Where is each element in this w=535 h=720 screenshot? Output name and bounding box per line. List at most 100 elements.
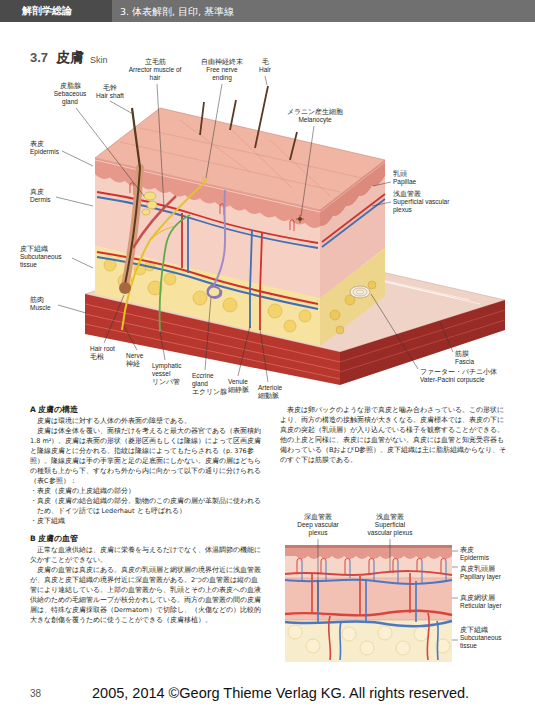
leader-line [452,551,458,640]
vascular-section [285,580,452,584]
running-head: 3. 体表解剖, 目印, 基準線 [120,6,420,18]
vascular-section [285,578,452,620]
part-label: Reticular layer [460,602,508,610]
vascular-section [312,573,429,660]
pacinian-corpuscle [353,288,367,296]
leader-line [157,84,164,207]
fat-lobules [164,273,176,285]
vascular-section [297,559,446,576]
fat-lobules [284,320,296,332]
hair-follicle [144,192,156,200]
hair-follicle [125,168,140,286]
leader-line [205,297,211,370]
leader-line [372,202,391,206]
part-label: 表皮 [30,140,70,148]
part-label: 真皮網状層 [460,594,508,602]
part-label: Vater-Pacini corpuscle [420,376,510,384]
part-label: 乳頭 [393,170,433,178]
part-label: エクリン腺 [192,388,228,396]
body-text: ・皮下組織 [30,516,265,526]
part-label: 浅血管叢 [362,513,418,521]
vascular-section [288,625,450,655]
leader-line [318,539,458,640]
lymphatic-vessel [160,215,190,332]
vascular-section [342,627,356,641]
leader-line [373,182,391,186]
fat-lobules [368,281,376,289]
leader-line [124,326,137,350]
part-label: 立毛筋 [125,58,185,66]
part-label: 毛根 [90,353,126,361]
muscle-slab [340,310,505,372]
part-label: 神経 [126,360,152,368]
part-label: Hair root [90,345,126,353]
body-text: 正常な血液供給は、皮膚に栄養を与えるだけでなく、体温調節の機能に欠かすことができ… [30,545,265,565]
skin-block [320,162,385,212]
part-label: 細動脈 [258,392,294,400]
vascular-section [414,627,428,641]
eccrine-gland [207,285,221,298]
part-label: 毛 [253,58,277,66]
part-label: Dermis [30,196,70,204]
part-label: Melanocyte [280,116,350,124]
body-text: 皮膚は環境に対する人体の外表面の障壁である。 [30,416,265,426]
fat-lobules [330,281,376,334]
section-heading: A 皮膚の構造 [30,405,265,415]
part-label: Hair [253,66,277,74]
melanocyte [296,215,304,223]
part-label: 表皮 [460,546,508,554]
part-label: Subcutaneous tissue [460,634,508,650]
leader-line [318,539,319,611]
hair-follicle [147,201,157,209]
part-label: Venule [228,378,256,386]
nerve [150,177,208,240]
part-label: 真皮 [30,188,70,196]
part-label: 皮下組織 [460,626,508,634]
vascular-section [285,611,452,616]
part-label: Arrector muscle of hair [125,66,185,82]
part-label: Eccrine gland [192,372,224,388]
leader-line [72,258,93,268]
fat-lobules [193,291,207,305]
body-text: 表皮は卵パックのような形で真皮と噛み合わさっている。この形状により、両方の構造の… [280,405,510,465]
hair-shaft [200,86,297,160]
part-label: Papillary layer [460,573,508,581]
part-label: リンパ管 [152,378,188,386]
body-text: ・表皮（皮膚の上皮組織の部分） [30,486,265,496]
eccrine-gland [207,190,225,298]
vascular-section [360,641,374,655]
fat-lobules [336,326,344,334]
part-label: 皮下組織 [20,245,72,253]
part-label: Superficial vascular plexus [393,198,453,214]
part-label: Free nerve ending [199,66,245,82]
body-text: 皮膚は体全体を覆い、面積だけを考えると最大の器官である（表面積約1.8 m²）。… [30,426,265,486]
header-band [0,0,112,22]
copyright-notice: 2005, 2014 ©Georg Thieme Verlag KG. All … [92,684,522,702]
leader-line [104,295,124,343]
part-label: Lymphatic vessel [152,362,188,378]
part-label: Sebaceous gland [48,90,92,106]
leader-line [110,101,133,114]
hair-follicle [142,192,157,215]
part-label: ファーター・パチニ小体 [420,368,510,376]
body-text: 皮膚の血管は真皮にある。真皮の乳頭層と網状層の境界付近に浅血管叢が、真皮と皮下組… [30,565,265,625]
part-label: Papillae [393,178,433,186]
vascular-section [285,545,452,559]
fat-lobules [299,310,311,322]
part-label: 自由神経終末 [199,58,245,66]
vascular-section [288,625,302,639]
skin-block [95,108,385,346]
hair-follicle [142,209,150,215]
part-label: Epidermis [460,554,508,562]
page-number: 38 [30,688,54,700]
section-title-en: Skin [90,55,130,66]
vascular-section [306,639,320,653]
vascular-section [302,561,446,583]
part-label: Muscle [30,304,70,312]
part-label: 細静脈 [228,386,256,394]
body-text: ・真皮（皮膚の結合組織の部分。動物のこの皮膚の層が革製品に使われるため、ドイツ語… [30,496,265,516]
leader-line [301,126,314,216]
leader-line [76,108,144,196]
vessel [130,183,294,232]
